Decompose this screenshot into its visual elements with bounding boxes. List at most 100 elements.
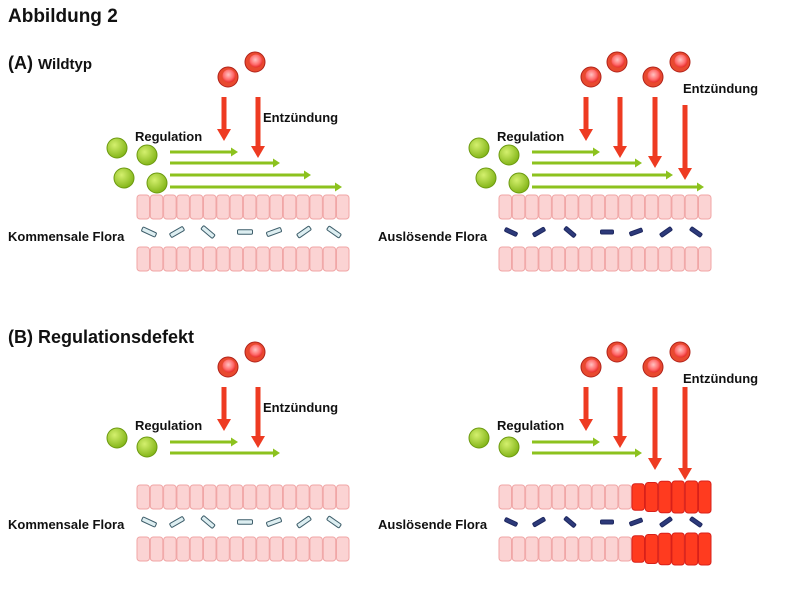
epithelial-cell — [631, 246, 645, 272]
inflamed-epithelial-cell — [631, 483, 645, 511]
epithelial-cell — [256, 194, 270, 220]
epithelial-cell — [203, 194, 217, 220]
epithelial-cell — [565, 194, 579, 220]
regulatory-cell-icon — [498, 144, 520, 166]
section-b-letter: (B) — [8, 327, 33, 347]
a2-flora-label: Auslösende Flora — [378, 229, 488, 244]
regulatory-cell-icon — [136, 144, 158, 166]
epithelial-cell — [698, 246, 712, 272]
epithelial-cell — [149, 194, 164, 220]
epithelial-cell — [538, 246, 552, 272]
epithelial-cell — [269, 246, 283, 272]
inflamed-epithelial-cell — [644, 534, 659, 564]
epithelial-cell — [551, 484, 566, 510]
commensal-bacterium-icon — [326, 225, 342, 239]
epithelial-cell — [525, 246, 539, 272]
regulatory-cell-icon — [136, 436, 158, 458]
commensal-bacterium-icon — [296, 225, 312, 239]
epithelial-cell — [309, 194, 323, 220]
inflammation-arrowhead — [648, 458, 662, 470]
epithelial-cell — [309, 484, 323, 510]
epithelial-cell — [511, 246, 526, 272]
epithelial-cell — [242, 536, 257, 562]
epithelial-cell — [136, 194, 150, 220]
epithelial-cell — [136, 246, 150, 272]
regulation-arrowhead — [304, 170, 311, 180]
epithelial-cell — [591, 246, 606, 272]
inflamed-epithelial-cell — [671, 532, 685, 566]
triggering-bacterium-icon — [689, 226, 703, 238]
epithelial-cell — [618, 194, 632, 220]
epithelial-cell — [322, 246, 337, 272]
epithelial-cell — [525, 484, 539, 510]
epithelial-cell — [538, 536, 552, 562]
epithelial-cell — [336, 246, 350, 272]
inflamed-epithelial-cell — [631, 535, 645, 563]
regulatory-cell-icon — [146, 172, 168, 194]
epithelial-cell — [604, 484, 619, 510]
b2-flora-label: Auslösende Flora — [378, 517, 488, 532]
a2-inflammation-label: Entzündung — [683, 81, 759, 96]
effector-cell-highlight — [674, 54, 688, 68]
epithelial-cell — [538, 484, 552, 510]
regulatory-cell-icon — [468, 137, 490, 159]
epithelial-cell — [229, 194, 244, 220]
effector-cell-highlight — [222, 69, 236, 83]
epithelial-cell — [296, 536, 310, 562]
epithelial-cell — [256, 246, 270, 272]
epithelial-cell — [296, 246, 310, 272]
epithelial-cell — [511, 536, 526, 562]
inflammation-arrowhead — [217, 129, 231, 141]
commensal-bacterium-icon — [266, 517, 282, 527]
epithelial-cell — [565, 536, 579, 562]
effector-cell-highlight — [585, 69, 599, 83]
effector-cell-highlight — [249, 54, 263, 68]
epithelial-cell — [525, 536, 539, 562]
section-b-title: (B) Regulationsdefekt — [8, 327, 194, 348]
effector-cell-highlight — [222, 359, 236, 373]
triggering-bacterium-icon — [600, 229, 614, 235]
epithelial-cell — [163, 536, 177, 562]
effector-cell-highlight — [611, 54, 625, 68]
epithelial-cell — [565, 484, 579, 510]
epithelial-cell — [189, 194, 204, 220]
epithelial-cell — [229, 536, 244, 562]
epithelial-cell — [618, 246, 632, 272]
epithelial-cell — [229, 484, 244, 510]
section-a-title: (A) Wildtyp — [8, 53, 92, 74]
epithelial-cell — [203, 484, 217, 510]
triggering-bacterium-icon — [629, 517, 643, 527]
regulation-arrowhead — [635, 448, 642, 458]
epithelial-cell — [551, 246, 566, 272]
commensal-bacterium-icon — [266, 227, 282, 237]
triggering-bacterium-icon — [629, 227, 643, 237]
epithelial-cell — [203, 536, 217, 562]
epithelial-cell — [296, 484, 310, 510]
effector-cell-highlight — [647, 69, 661, 83]
regulatory-cell-icon — [508, 172, 530, 194]
regulation-arrowhead — [697, 182, 704, 192]
epithelial-cell — [189, 536, 204, 562]
epithelial-cell — [163, 246, 177, 272]
epithelial-cell — [336, 536, 350, 562]
triggering-bacterium-icon — [563, 226, 577, 238]
regulation-arrowhead — [666, 170, 673, 180]
epithelial-cell — [604, 246, 619, 272]
triggering-bacterium-icon — [659, 226, 673, 238]
triggering-bacterium-icon — [563, 516, 577, 528]
epithelial-cell — [604, 194, 619, 220]
epithelial-cell — [309, 246, 323, 272]
epithelial-cell — [216, 536, 230, 562]
commensal-bacterium-icon — [326, 515, 342, 529]
epithelial-cell — [322, 484, 337, 510]
epithelial-cell — [256, 536, 270, 562]
inflammation-arrowhead — [613, 146, 627, 158]
epithelial-cell — [498, 246, 512, 272]
regulation-arrowhead — [273, 448, 280, 458]
epithelial-cell — [176, 536, 190, 562]
a2-regulation-label: Regulation — [497, 129, 565, 144]
epithelial-cell — [203, 246, 217, 272]
epithelial-cell — [578, 484, 592, 510]
inflammation-arrowhead — [648, 156, 662, 168]
regulatory-cell-icon — [106, 137, 128, 159]
